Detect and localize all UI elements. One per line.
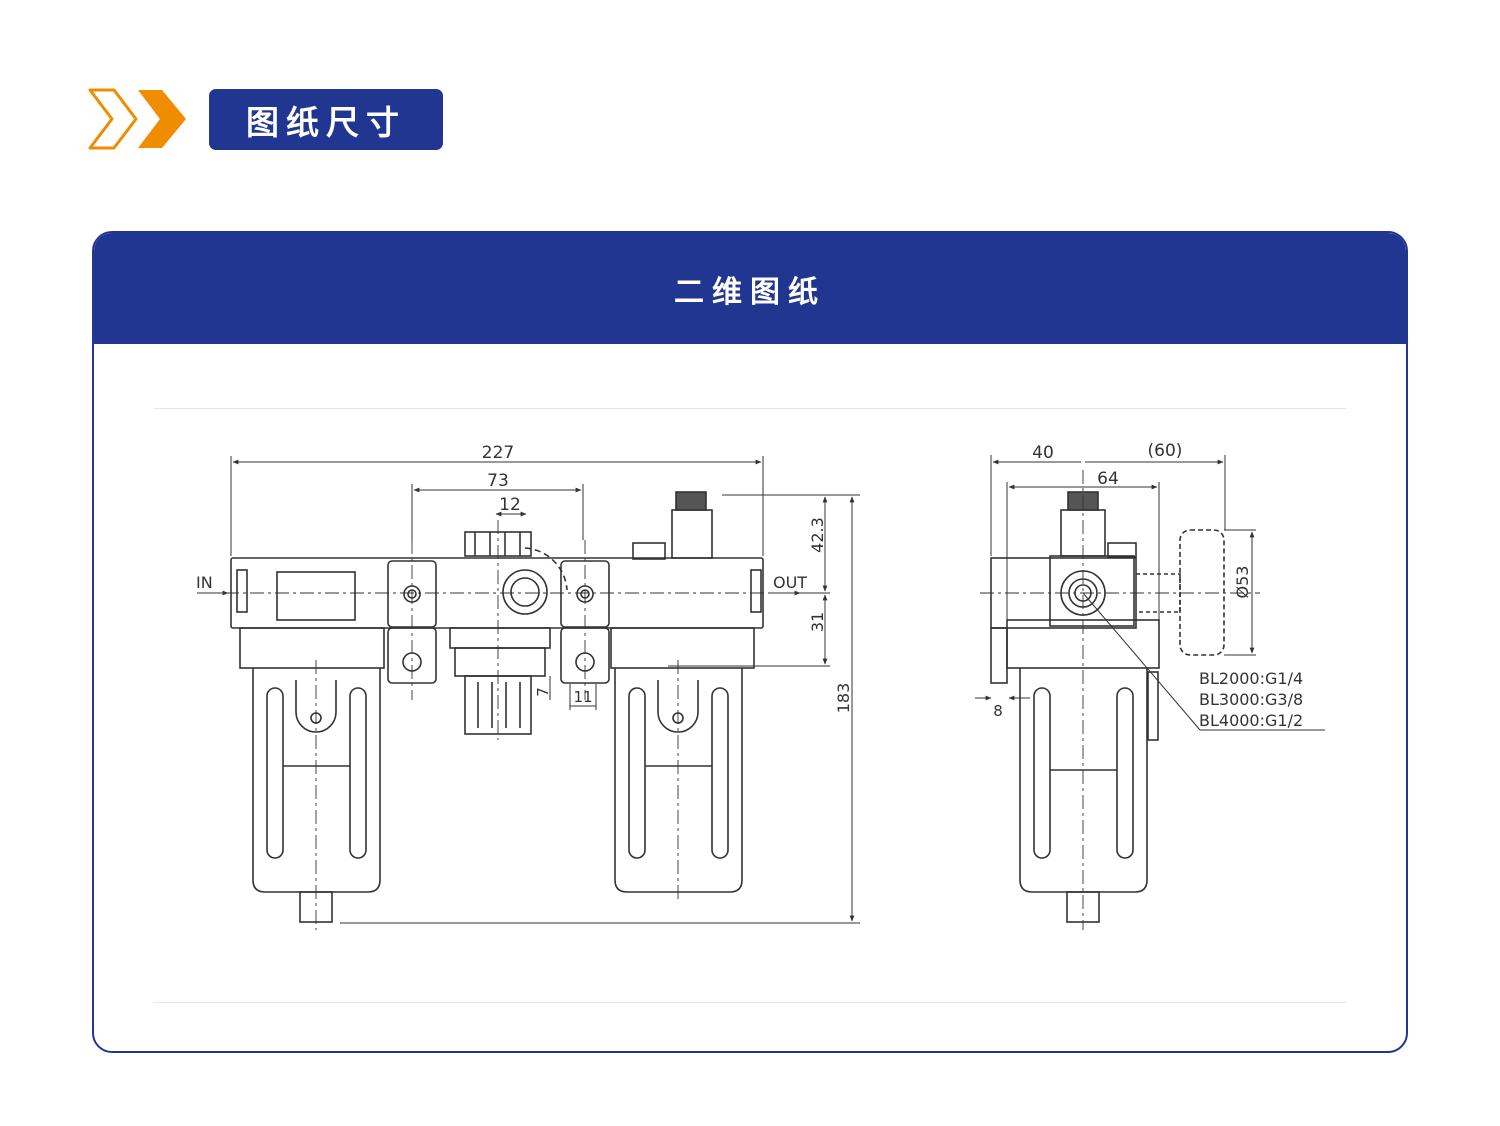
front-view — [230, 491, 764, 923]
label-out: OUT — [773, 573, 807, 592]
dim-42-3: 42.3 — [808, 517, 827, 553]
dim-31: 31 — [808, 612, 827, 632]
port-size-bl3000: BL3000:G3/8 — [1199, 690, 1303, 709]
port-size-bl2000: BL2000:G1/4 — [1199, 669, 1303, 688]
panel-title: 二维图纸 — [94, 233, 1406, 344]
dim-diameter-53: Ø53 — [1233, 566, 1252, 599]
dim-7: 7 — [534, 687, 552, 697]
dim-64: 64 — [1097, 469, 1119, 489]
dim-40: 40 — [1032, 443, 1054, 463]
divider-top — [154, 408, 1346, 409]
dim-11: 11 — [573, 688, 592, 706]
drawing-panel: 二维图纸 — [92, 231, 1408, 1053]
dim-73: 73 — [487, 471, 509, 491]
side-view — [990, 491, 1225, 923]
dim-8: 8 — [993, 702, 1003, 720]
chevron-arrows-icon — [88, 88, 186, 150]
dim-12: 12 — [499, 495, 521, 515]
port-size-bl4000: BL4000:G1/2 — [1199, 711, 1303, 730]
divider-bottom — [154, 1002, 1346, 1003]
section-title: 图纸尺寸 — [209, 89, 443, 150]
dim-227: 227 — [482, 443, 514, 463]
dim-60: (60) — [1148, 441, 1183, 461]
label-in: IN — [196, 573, 213, 592]
dim-183: 183 — [834, 683, 853, 714]
